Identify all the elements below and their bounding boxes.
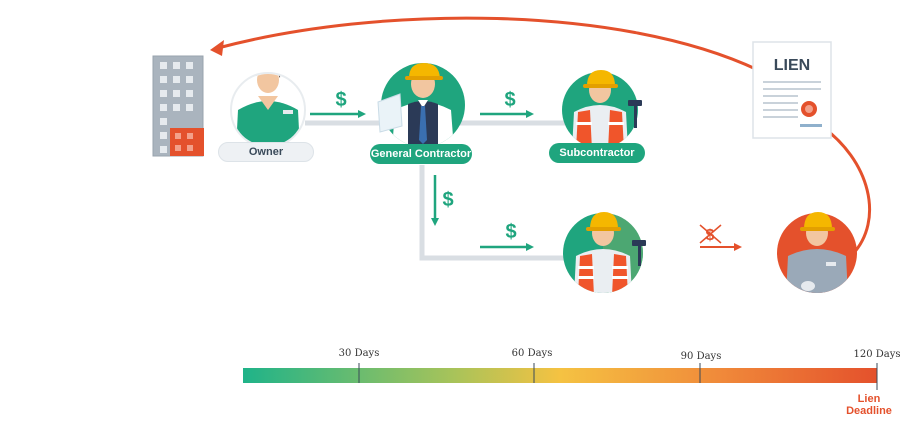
payment-dollar-3: $ (442, 189, 453, 211)
blocked-dollar: $ (706, 227, 715, 244)
general-contractor-label: General Contractor (370, 144, 472, 164)
lien-document: LIEN (752, 41, 832, 139)
general-contractor-avatar (377, 63, 465, 147)
timeline-ticks (358, 363, 878, 390)
lien-document-title: LIEN (774, 57, 810, 74)
lien-deadline-label: Lien Deadline (846, 393, 892, 417)
blocked-payment-arrow: $ (699, 224, 742, 251)
payment-pipes (305, 120, 570, 261)
subcontractor-avatar (562, 70, 642, 148)
no-payment-icon (699, 224, 722, 244)
lien-to-worker-arc (819, 123, 872, 257)
building-icon (152, 55, 204, 157)
owner-label: Owner (218, 142, 314, 162)
timeline-bar (243, 368, 877, 383)
tick-30-days: 30 Days (338, 348, 380, 359)
unpaid-worker-avatar (777, 212, 857, 293)
tick-60-days: 60 Days (511, 348, 553, 359)
lien-deadline-line1: Lien (857, 393, 881, 405)
owner-avatar (230, 72, 306, 148)
hammer-icon (628, 100, 642, 128)
lien-return-arrowhead (210, 40, 224, 56)
tick-120-days: 120 Days (853, 349, 900, 360)
sub-subcontractor-avatar (563, 212, 646, 293)
payment-arrows (310, 110, 534, 251)
payment-dollar-1: $ (335, 89, 346, 111)
payment-dollar-4: $ (505, 221, 516, 243)
tick-90-days: 90 Days (680, 351, 722, 362)
hammer-icon-2 (632, 240, 646, 266)
lien-return-arrow (217, 16, 759, 72)
timeline (243, 363, 878, 390)
payment-dollar-2: $ (504, 89, 515, 111)
subcontractor-label: Subcontractor (549, 143, 645, 163)
lien-deadline-line2: Deadline (846, 405, 892, 417)
